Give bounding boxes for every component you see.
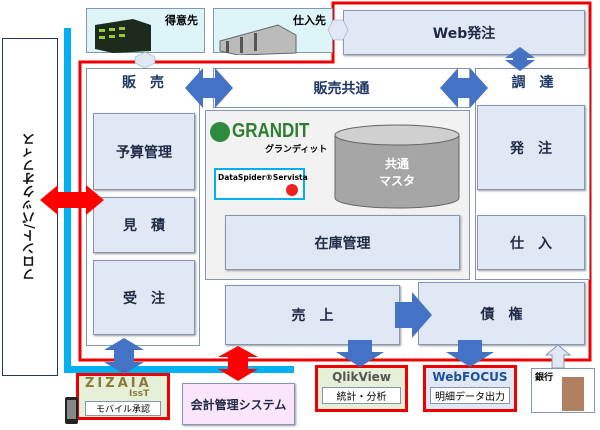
- office-building-icon: [95, 19, 151, 53]
- supplier-box: 仕入先: [213, 8, 333, 55]
- bank-receivable-arrow: [544, 344, 572, 369]
- purchase-box: 仕 入: [477, 215, 585, 270]
- procure-title: 調 達: [511, 75, 554, 91]
- dataspider-label: DataSpider®Servista: [218, 173, 308, 182]
- cyan-bus-horizontal: [64, 366, 294, 373]
- smartphone-icon: [65, 397, 78, 424]
- web-order-box: Web発注: [343, 10, 585, 55]
- web-procure-double-arrow: [505, 47, 535, 71]
- customer-label: 得意先: [165, 14, 198, 27]
- purchase-order-box: 発 注: [477, 105, 585, 190]
- estimate-box: 見 積: [93, 197, 195, 253]
- revenue-qlik-arrow: [336, 340, 384, 367]
- webfocus-sub-label: 明細データ出力: [430, 387, 510, 404]
- isst-logo: IssT: [129, 389, 150, 399]
- grandit-globe-icon: [210, 122, 230, 142]
- webfocus-logo: WebFOCUS: [432, 370, 508, 384]
- mobile-approval-label: モバイル承認: [85, 401, 161, 416]
- qlikview-box: QlikView 統計・分析: [315, 365, 408, 412]
- zizaia-box: ZIZAIA IssT モバイル承認: [76, 373, 170, 420]
- webfocus-box: WebFOCUS 明細データ出力: [423, 365, 517, 412]
- grandit-label: GRANDIT: [232, 120, 310, 142]
- supplier-web-link-arrow: [327, 19, 349, 41]
- revenue-box: 売 上: [225, 285, 400, 345]
- sales-title: 販 売: [122, 75, 164, 91]
- common-procure-double-arrow: [440, 68, 488, 108]
- customer-link-arrow: [134, 51, 156, 69]
- sales-zizaia-double-arrow: [104, 338, 144, 374]
- web-order-label: Web発注: [432, 25, 496, 42]
- qlikview-logo: QlikView: [332, 370, 391, 384]
- purchase-order-label: 発 注: [510, 140, 552, 157]
- customer-box: 得意先: [86, 8, 205, 53]
- bank-box: 銀行: [531, 368, 595, 413]
- budget-label: 予算管理: [116, 144, 172, 161]
- purchase-label: 仕 入: [510, 235, 552, 252]
- accounting-system-label: 会計管理システム: [190, 397, 287, 412]
- factory-icon: [219, 24, 297, 55]
- sales-order-box: 受 注: [93, 260, 195, 335]
- supplier-label: 仕入先: [293, 14, 326, 27]
- grandit-kana: グランディット: [265, 145, 328, 155]
- inventory-box: 在庫管理: [225, 215, 460, 270]
- revenue-label: 売 上: [291, 308, 334, 324]
- accounting-system-box: 会計管理システム: [182, 383, 295, 425]
- common-title: 販売共通: [313, 81, 370, 97]
- accounting-red-double-arrow: [218, 346, 258, 381]
- receivable-webfocus-arrow: [446, 340, 494, 367]
- inventory-label: 在庫管理: [314, 235, 371, 252]
- dataspider-icon: [286, 184, 298, 196]
- common-master-label: 共通 マスタ: [378, 157, 415, 188]
- estimate-label: 見 積: [123, 218, 165, 234]
- sales-order-label: 受 注: [123, 290, 165, 307]
- qlikview-sub-label: 統計・分析: [322, 387, 401, 404]
- revenue-receivable-arrow: [395, 292, 432, 338]
- budget-box: 予算管理: [93, 113, 195, 190]
- sales-common-double-arrow: [185, 68, 233, 108]
- common-header: 販売共通: [213, 68, 470, 108]
- zizaia-logo: ZIZAIA: [85, 376, 152, 391]
- bank-building-icon: [562, 377, 584, 411]
- bank-label: 銀行: [535, 373, 554, 383]
- dataspider-box: DataSpider®Servista: [214, 168, 308, 200]
- receivable-box: 債 権: [418, 282, 585, 345]
- front-red-double-arrow: [40, 185, 104, 215]
- receivable-label: 債 権: [480, 306, 523, 323]
